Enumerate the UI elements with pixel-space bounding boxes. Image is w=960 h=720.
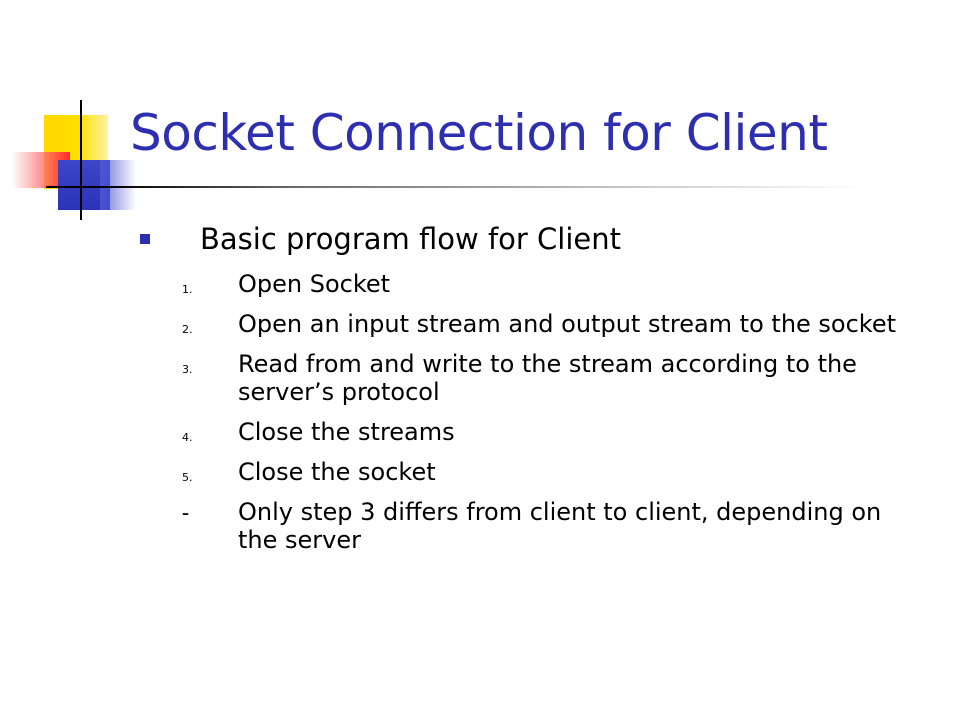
step-item: 1. Open Socket [182,270,942,298]
step-number: 2. [182,323,193,336]
step-number: 1. [182,283,193,296]
step-text: Close the socket [238,458,436,486]
step-dash: – [182,506,189,522]
bullet-square-icon [140,234,150,244]
step-item: – Only step 3 differs from client to cli… [182,498,942,554]
step-text: Open an input stream and output stream t… [238,310,897,338]
step-number: 3. [182,363,193,376]
title-underline [46,186,866,188]
step-number: 5. [182,471,193,484]
step-text: Read from and write to the stream accord… [238,350,857,406]
step-text: Open Socket [238,270,391,298]
step-item: 4. Close the streams [182,418,942,446]
step-item: 3. Read from and write to the stream acc… [182,350,942,406]
step-number: 4. [182,431,193,444]
slide-title: Socket Connection for Client [130,104,828,162]
step-item: 5. Close the socket [182,458,942,486]
steps-list: 1. Open Socket 2. Open an input stream a… [182,270,942,566]
step-item: 2. Open an input stream and output strea… [182,310,942,338]
decorative-blue-fade [100,160,136,210]
step-text: Close the streams [238,418,455,446]
step-text: Only step 3 differs from client to clien… [238,498,882,554]
decorative-vertical-line [80,100,82,220]
main-bullet: Basic program flow for Client [140,222,621,256]
main-bullet-text: Basic program flow for Client [200,222,621,256]
